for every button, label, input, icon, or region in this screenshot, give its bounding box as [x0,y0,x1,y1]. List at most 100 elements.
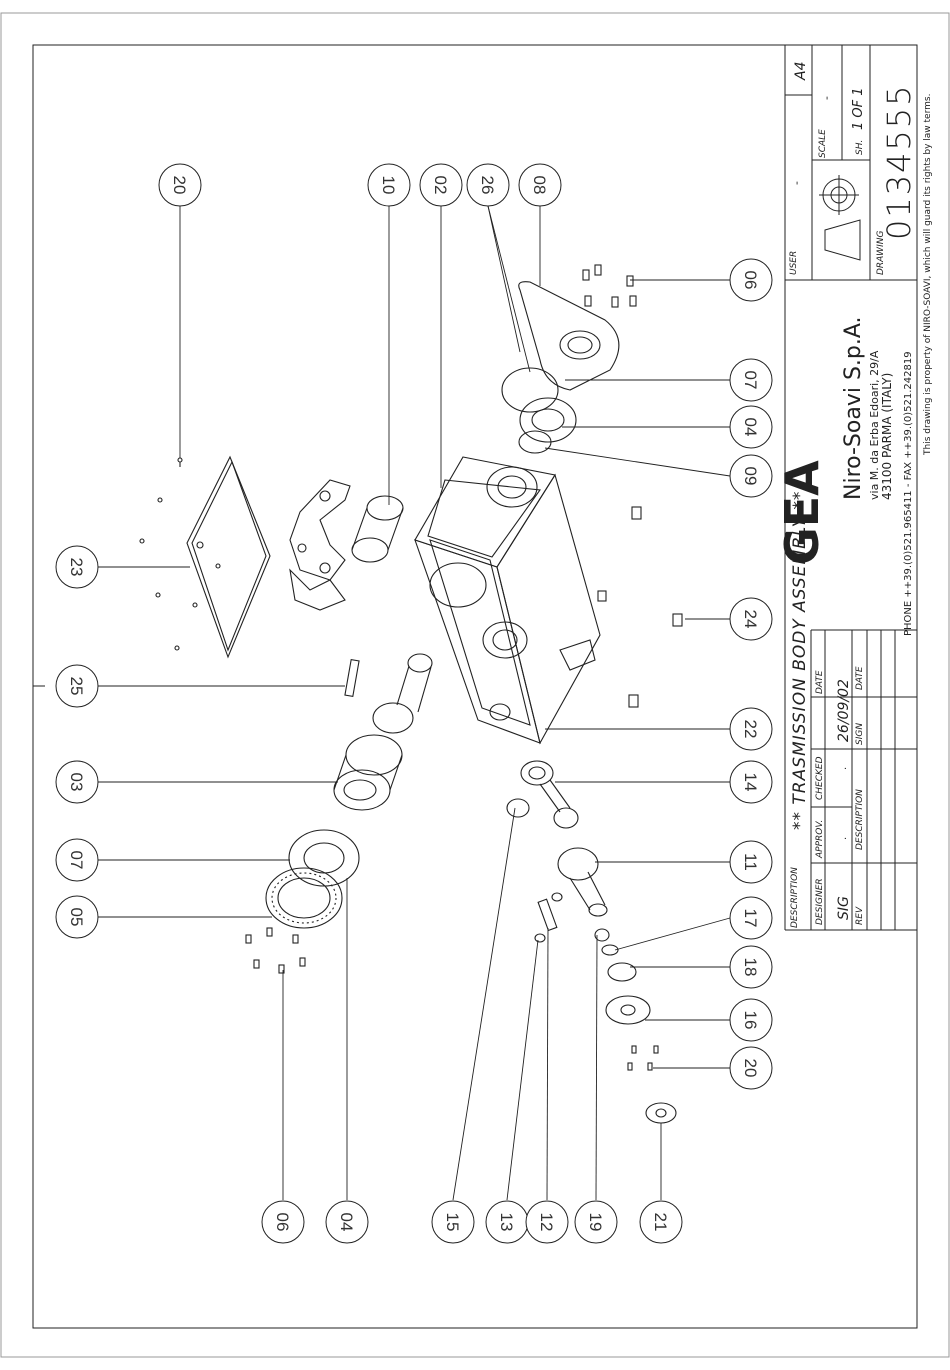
approv-value: . [838,837,849,840]
svg-text:21: 21 [651,1213,670,1232]
balloon-07-right: 07 [729,358,773,402]
svg-text:18: 18 [741,958,760,977]
copyright-notice: This drawing is property of NIRO-SOAVI, … [923,94,933,456]
description-label: DESCRIPTION [790,867,800,928]
svg-text:19: 19 [586,1213,605,1232]
description-value: ** TRASMISSION BODY ASSEMBLY ** [790,491,810,830]
balloon-06-right: 06 [729,258,773,302]
balloon-18: 18 [729,945,773,989]
balloon-15: 15 [431,1200,475,1244]
part-seal-19 [594,928,610,942]
balloon-11: 11 [729,840,773,884]
part-plug-bottom [628,694,639,708]
part-bushing [506,798,530,818]
part-cover-plate [139,455,271,659]
rev-description-label: DESCRIPTION [855,789,865,850]
balloon-08: 08 [518,163,562,207]
company-address-1: via M. da Erba Edoari, 29/A [868,350,881,500]
part-end-flange [501,264,637,454]
part-piston [557,847,608,917]
balloon-17: 17 [729,896,773,940]
scale-value: - [820,96,833,100]
balloon-20-right: 20 [729,1046,773,1090]
drawing-label: DRAWING [876,231,886,275]
balloon-26: 26 [466,163,510,207]
balloon-04-left: 04 [325,1200,369,1244]
user-value: - [790,181,803,185]
svg-text:24: 24 [741,610,760,629]
balloon-09: 09 [729,454,773,498]
user-label: USER [789,251,799,275]
balloon-24: 24 [729,597,773,641]
svg-text:06: 06 [741,271,760,290]
svg-text:08: 08 [530,176,549,195]
balloon-20: 20 [158,163,202,207]
balloon-04-right: 04 [729,405,773,449]
balloon-10: 10 [367,163,411,207]
approv-label: APPROV. [815,820,825,859]
svg-text:05: 05 [67,908,86,927]
balloon-02: 02 [419,163,463,207]
svg-text:12: 12 [537,1213,556,1232]
sheet-label: SH. [855,140,865,155]
part-ring-18 [607,962,637,982]
svg-text:17: 17 [741,909,760,928]
svg-text:15: 15 [443,1213,462,1232]
balloon-23: 23 [55,545,99,589]
part-pin [537,898,558,932]
part-key [344,658,360,698]
svg-text:06: 06 [273,1213,292,1232]
outer-border [0,12,950,1358]
sheet-value: 1 OF 1 [851,87,866,130]
part-plug-side [597,590,607,602]
svg-text:04: 04 [741,418,760,437]
sign-label: SIGN [855,723,865,745]
svg-text:04: 04 [337,1213,356,1232]
balloon-03: 03 [55,760,99,804]
part-plug-24 [672,613,683,627]
svg-text:22: 22 [741,720,760,739]
drawing-number: 0134555 [880,83,918,240]
parts-group [139,264,683,1124]
part-screws-20 [627,1045,659,1071]
rev-label: REV [855,906,865,925]
scale-label: SCALE [818,129,828,158]
balloon-25: 25 [55,664,99,708]
svg-text:09: 09 [741,467,760,486]
designer-label: DESIGNER [815,878,825,925]
svg-text:03: 03 [67,773,86,792]
balloon-12: 12 [525,1200,569,1244]
part-clip-12 [551,892,563,902]
part-oring-17 [601,944,619,956]
balloon-14: 14 [729,760,773,804]
leader-lines [95,205,731,1201]
rev-date-label: DATE [855,666,865,690]
company-name: Niro-Soavi S.p.A. [841,316,866,500]
part-cover-16 [605,995,651,1025]
svg-text:20: 20 [741,1059,760,1078]
svg-text:13: 13 [497,1213,516,1232]
balloon-21: 21 [639,1200,683,1244]
svg-text:25: 25 [67,677,86,696]
part-left-flange [265,829,360,929]
part-plug-top [631,506,642,520]
part-left-bolts [245,927,306,974]
svg-text:02: 02 [431,176,450,195]
balloon-05: 05 [55,895,99,939]
part-bearing-shells [289,479,404,611]
svg-text:26: 26 [478,176,497,195]
part-cap-21 [645,1102,677,1124]
part-connecting-rod [520,760,579,829]
svg-text:23: 23 [67,558,86,577]
date-label: DATE [815,670,825,694]
svg-text:07: 07 [67,851,86,870]
svg-text:07: 07 [741,371,760,390]
svg-text:14: 14 [741,773,760,792]
svg-text:20: 20 [170,176,189,195]
part-transmission-body [414,456,601,745]
balloon-22: 22 [729,707,773,751]
checked-label: CHECKED [815,756,825,800]
svg-text:GEA: GEA [775,460,829,565]
date-value: 26/09/02 [836,679,852,742]
gea-logo: GEA [775,460,829,565]
